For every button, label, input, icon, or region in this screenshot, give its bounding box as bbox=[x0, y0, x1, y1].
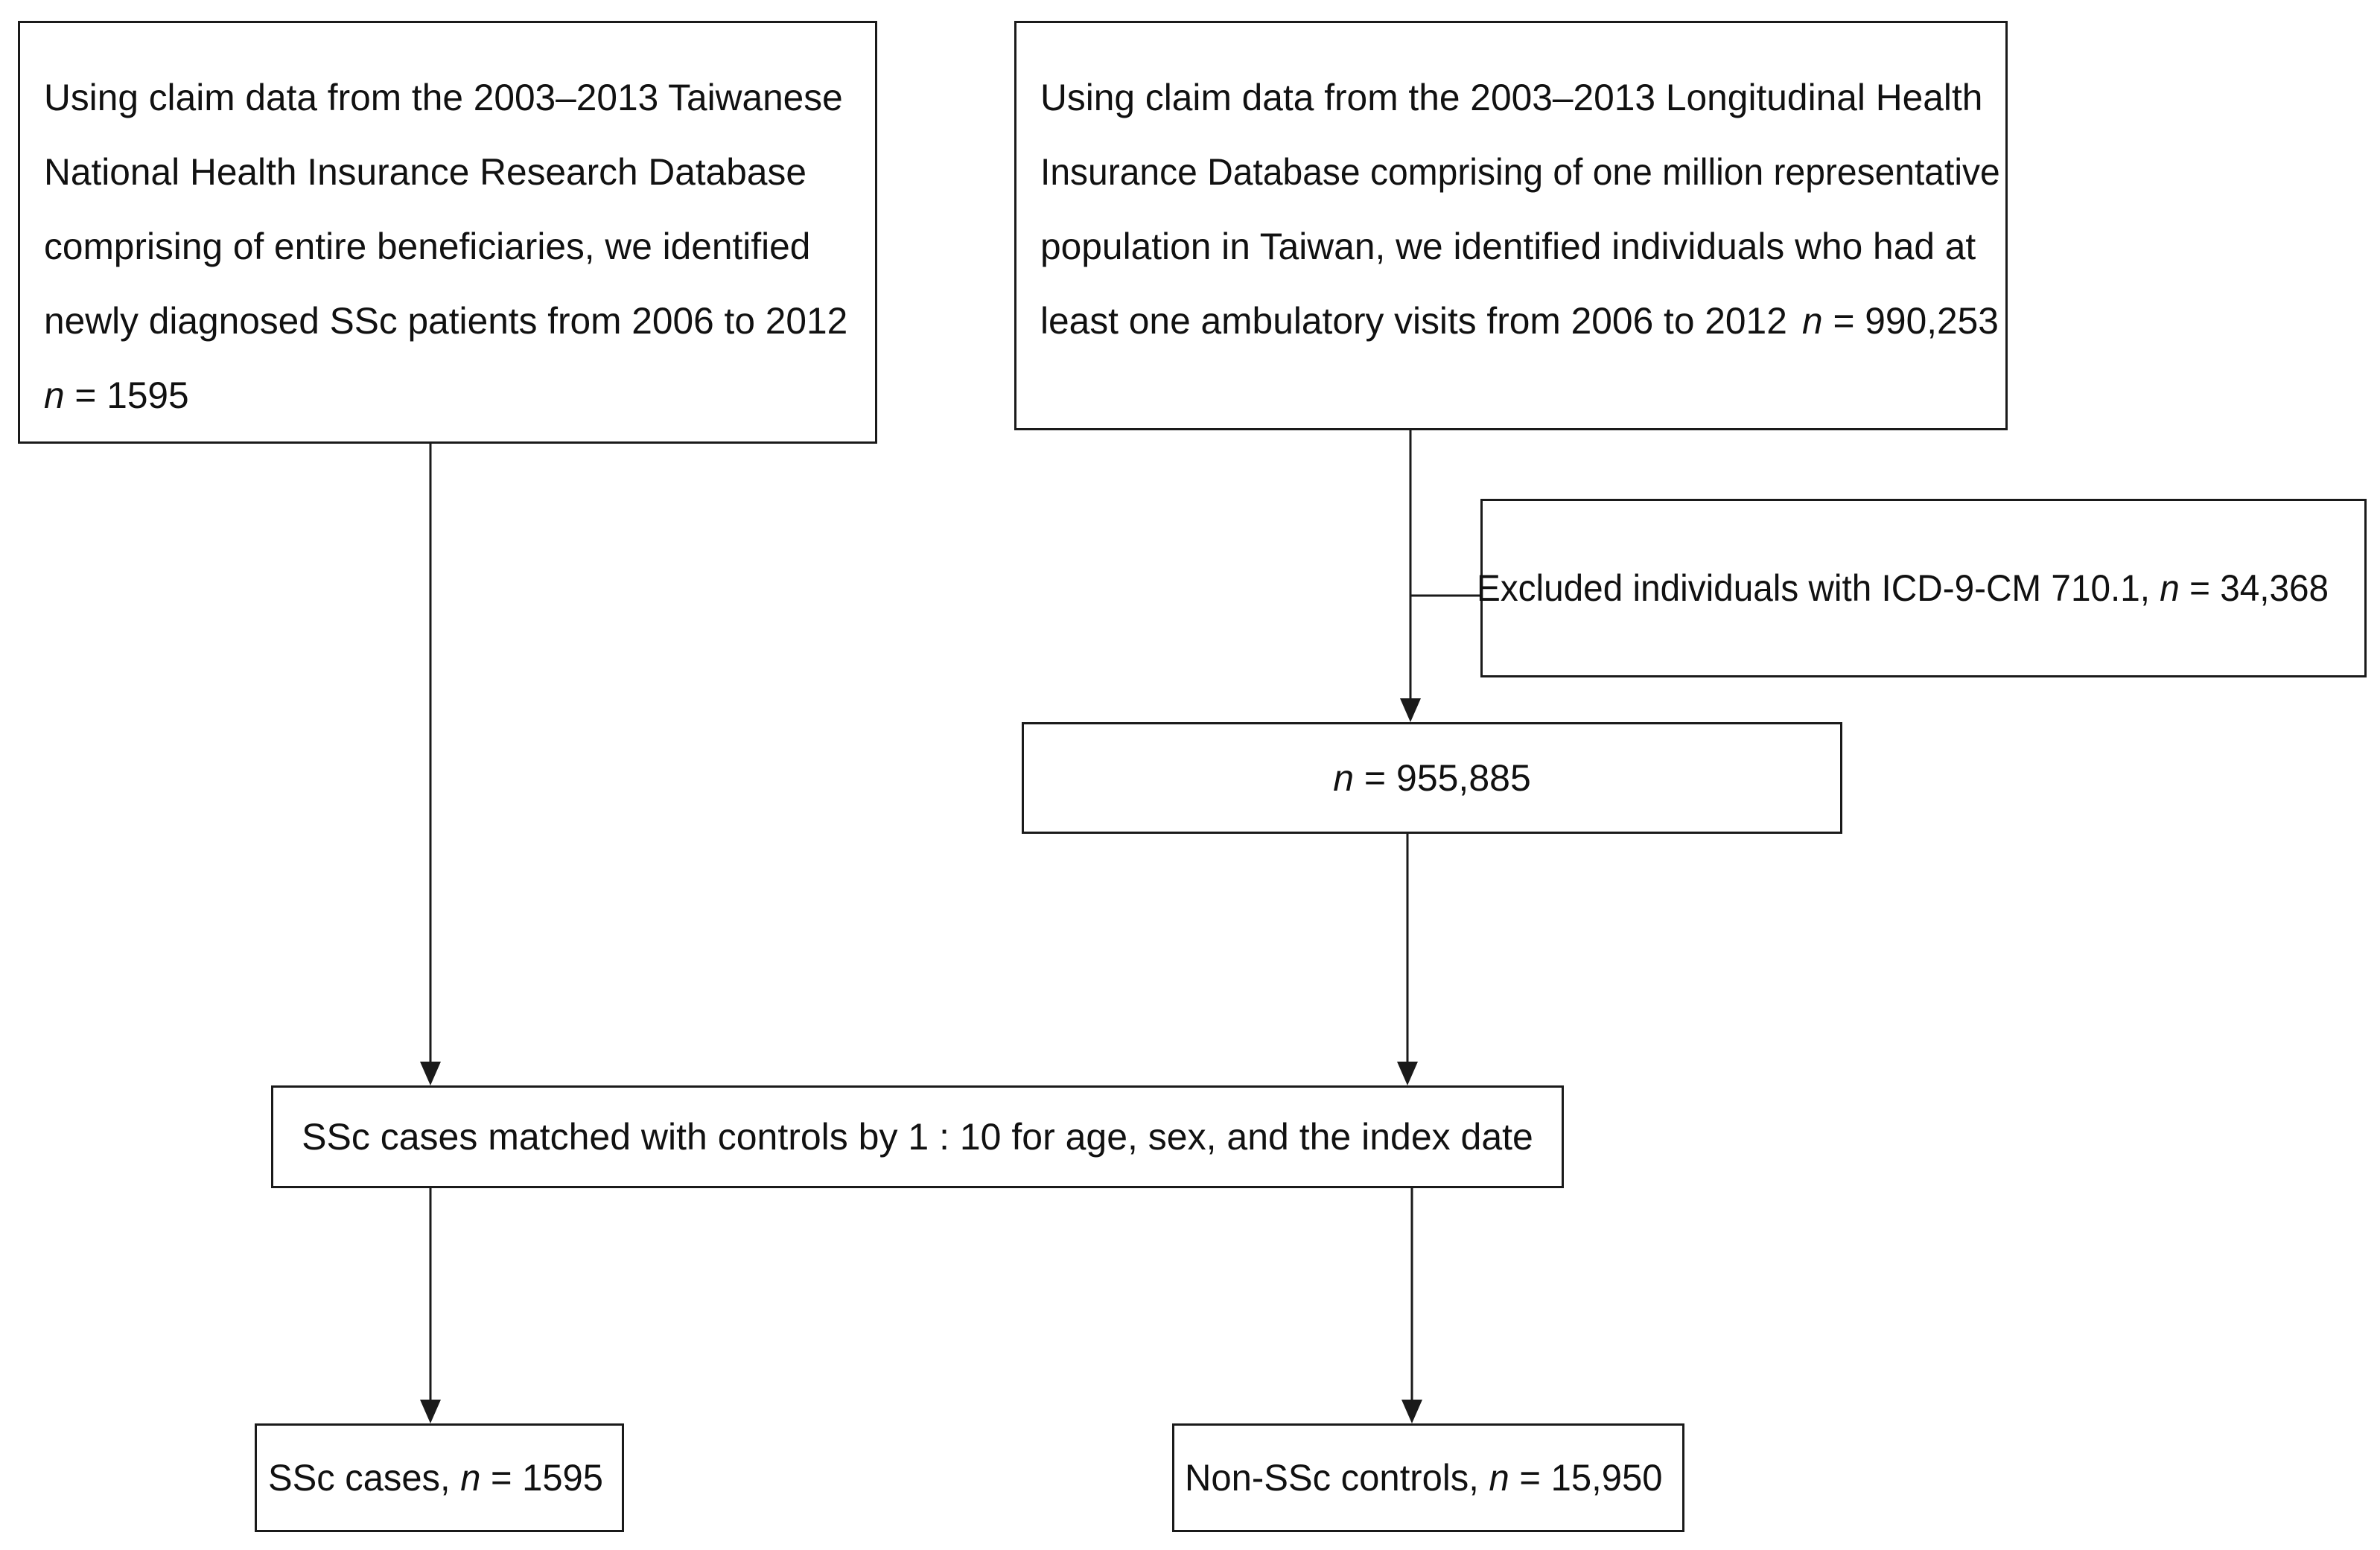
n-symbol: n bbox=[44, 374, 65, 416]
lhid-line-1: Using claim data from the 2003–2013 Long… bbox=[1040, 77, 1983, 118]
controls-text: Non-SSc controls, bbox=[1184, 1457, 1489, 1499]
arrowhead-matched-to-cases bbox=[420, 1400, 441, 1423]
remaining-population-box: n = 955,885 bbox=[1022, 722, 1842, 834]
ssc-cases-box: SSc cases, n = 1595 bbox=[255, 1423, 624, 1532]
tnhird-count-value: = 1595 bbox=[64, 374, 189, 416]
ssc-cases-label: SSc cases, n = 1595 bbox=[268, 1455, 603, 1500]
exclusion-label: Excluded individuals with ICD-9-CM 710.1… bbox=[1477, 566, 2329, 610]
remaining-count: n = 955,885 bbox=[1333, 756, 1531, 800]
tnhird-count: n = 1595 bbox=[44, 358, 189, 433]
tnhird-line-3: comprising of entire beneficiaries, we i… bbox=[44, 226, 811, 267]
controls-label: Non-SSc controls, n = 15,950 bbox=[1185, 1455, 1662, 1500]
matching-box: SSc cases matched with controls by 1 : 1… bbox=[271, 1085, 1564, 1188]
ssc-cases-count-value: = 1595 bbox=[480, 1457, 603, 1499]
exclusion-text: Excluded individuals with ICD-9-CM 710.1… bbox=[1477, 567, 2160, 609]
exclusion-count-value: = 34,368 bbox=[2180, 567, 2329, 609]
ssc-cases-text: SSc cases, bbox=[267, 1457, 461, 1499]
matching-text: SSc cases matched with controls by 1 : 1… bbox=[302, 1116, 1533, 1158]
n-symbol: n bbox=[1333, 757, 1355, 799]
n-symbol: n bbox=[2160, 567, 2180, 609]
tnhird-line-4: newly diagnosed SSc patients from 2006 t… bbox=[44, 300, 848, 342]
n-symbol: n bbox=[1801, 300, 1823, 342]
n-symbol: n bbox=[460, 1457, 481, 1499]
lhid-line-2: Insurance Database comprising of one mil… bbox=[1040, 151, 2000, 193]
tnhird-line-1: Using claim data from the 2003–2013 Taiw… bbox=[44, 77, 843, 118]
non-ssc-controls-box: Non-SSc controls, n = 15,950 bbox=[1172, 1423, 1684, 1532]
lhid-line-3: population in Taiwan, we identified indi… bbox=[1040, 226, 1976, 267]
remaining-count-value: = 955,885 bbox=[1354, 757, 1531, 799]
arrowhead-remaining-to-matched bbox=[1397, 1062, 1418, 1085]
lhid-count-value: = 990,253 bbox=[1822, 300, 1999, 342]
tnhird-line-2: National Health Insurance Research Datab… bbox=[44, 151, 806, 193]
n-symbol: n bbox=[1489, 1457, 1509, 1499]
lhid-count: n = 990,253 bbox=[1802, 284, 1999, 358]
tnhird-source-box: Using claim data from the 2003–2013 Taiw… bbox=[18, 21, 877, 444]
exclusion-box: Excluded individuals with ICD-9-CM 710.1… bbox=[1477, 499, 2367, 677]
controls-count-value: = 15,950 bbox=[1509, 1457, 1663, 1499]
lhid-source-box: Using claim data from the 2003–2013 Long… bbox=[1014, 21, 2008, 430]
arrowhead-lhid-to-remaining bbox=[1400, 698, 1421, 722]
lhid-line-4: least one ambulatory visits from 2006 to… bbox=[1040, 300, 1787, 342]
arrowhead-tnhird-to-matched bbox=[420, 1062, 441, 1085]
arrowhead-matched-to-controls bbox=[1401, 1400, 1422, 1423]
